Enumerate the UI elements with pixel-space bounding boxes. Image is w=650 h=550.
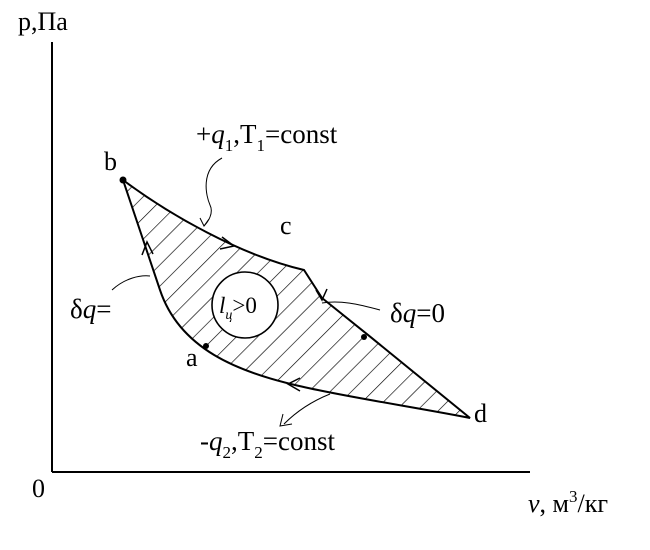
x-axis-label: v, м3/кг <box>528 487 608 518</box>
y-axis-label: p,Па <box>18 7 68 36</box>
heat-in-t-sub: 1 <box>256 136 265 155</box>
work-circle <box>211 271 279 339</box>
point-mid-marker <box>361 334 367 340</box>
heat-out-label: -q2,T2=const <box>200 426 335 462</box>
heat-out-q: q <box>209 426 223 456</box>
heat-in-t: ,T <box>233 119 257 149</box>
point-a-marker <box>203 343 209 349</box>
cycle-area <box>121 177 471 419</box>
point-a-label: a <box>186 343 198 372</box>
x-axis-unit-b: /кг <box>578 489 609 518</box>
point-b-label: b <box>104 147 117 176</box>
heat-in-sign: + <box>196 119 211 149</box>
arrow-c-d <box>315 288 328 302</box>
arrow-b-c <box>219 236 236 250</box>
work-rest: >0 <box>232 293 256 318</box>
adiabat-right-delta: δ <box>390 298 403 328</box>
adiabat-right-label: δq=0 <box>390 298 445 328</box>
x-axis-unit-exp: 3 <box>569 487 578 506</box>
adiabat-left-label: δq= <box>70 294 111 324</box>
heat-out-const: =const <box>263 426 336 456</box>
point-d-label: d <box>474 399 487 428</box>
heat-in-q-sub: 1 <box>225 136 234 155</box>
point-b-marker <box>119 176 127 184</box>
work-l: l <box>219 293 225 318</box>
origin-label: 0 <box>32 474 45 503</box>
heat-out-t: ,T <box>231 426 255 456</box>
work-label: lц>0 <box>219 293 257 323</box>
adiabat-left-q: q <box>83 294 97 324</box>
heat-in-q: q <box>211 119 225 149</box>
adiabat-right-eq: =0 <box>416 298 445 328</box>
work-sub: ц <box>225 308 232 323</box>
leader-q1 <box>203 157 223 227</box>
heat-in-label: +q1,T1=const <box>196 119 338 155</box>
leader-q1-tip <box>199 217 210 227</box>
heat-in-const: =const <box>265 119 338 149</box>
leader-q2-tip <box>279 413 293 427</box>
leader-dq-left <box>111 275 151 291</box>
heat-out-q-sub: 2 <box>223 443 232 462</box>
adiabat-left-delta: δ <box>70 294 83 324</box>
arrow-a-b <box>141 240 154 256</box>
leader-dq-right <box>321 301 381 311</box>
arrow-d-a <box>286 377 301 392</box>
leader-q2 <box>283 393 331 425</box>
adiabat-right-q: q <box>403 298 417 328</box>
heat-out-sign: - <box>200 426 209 456</box>
x-axis-unit-a: , м <box>540 489 569 518</box>
adiabat-left-eq: = <box>96 294 111 324</box>
heat-out-t-sub: 2 <box>254 443 263 462</box>
point-c-label: c <box>280 211 292 240</box>
x-axis-var: v <box>528 489 540 518</box>
